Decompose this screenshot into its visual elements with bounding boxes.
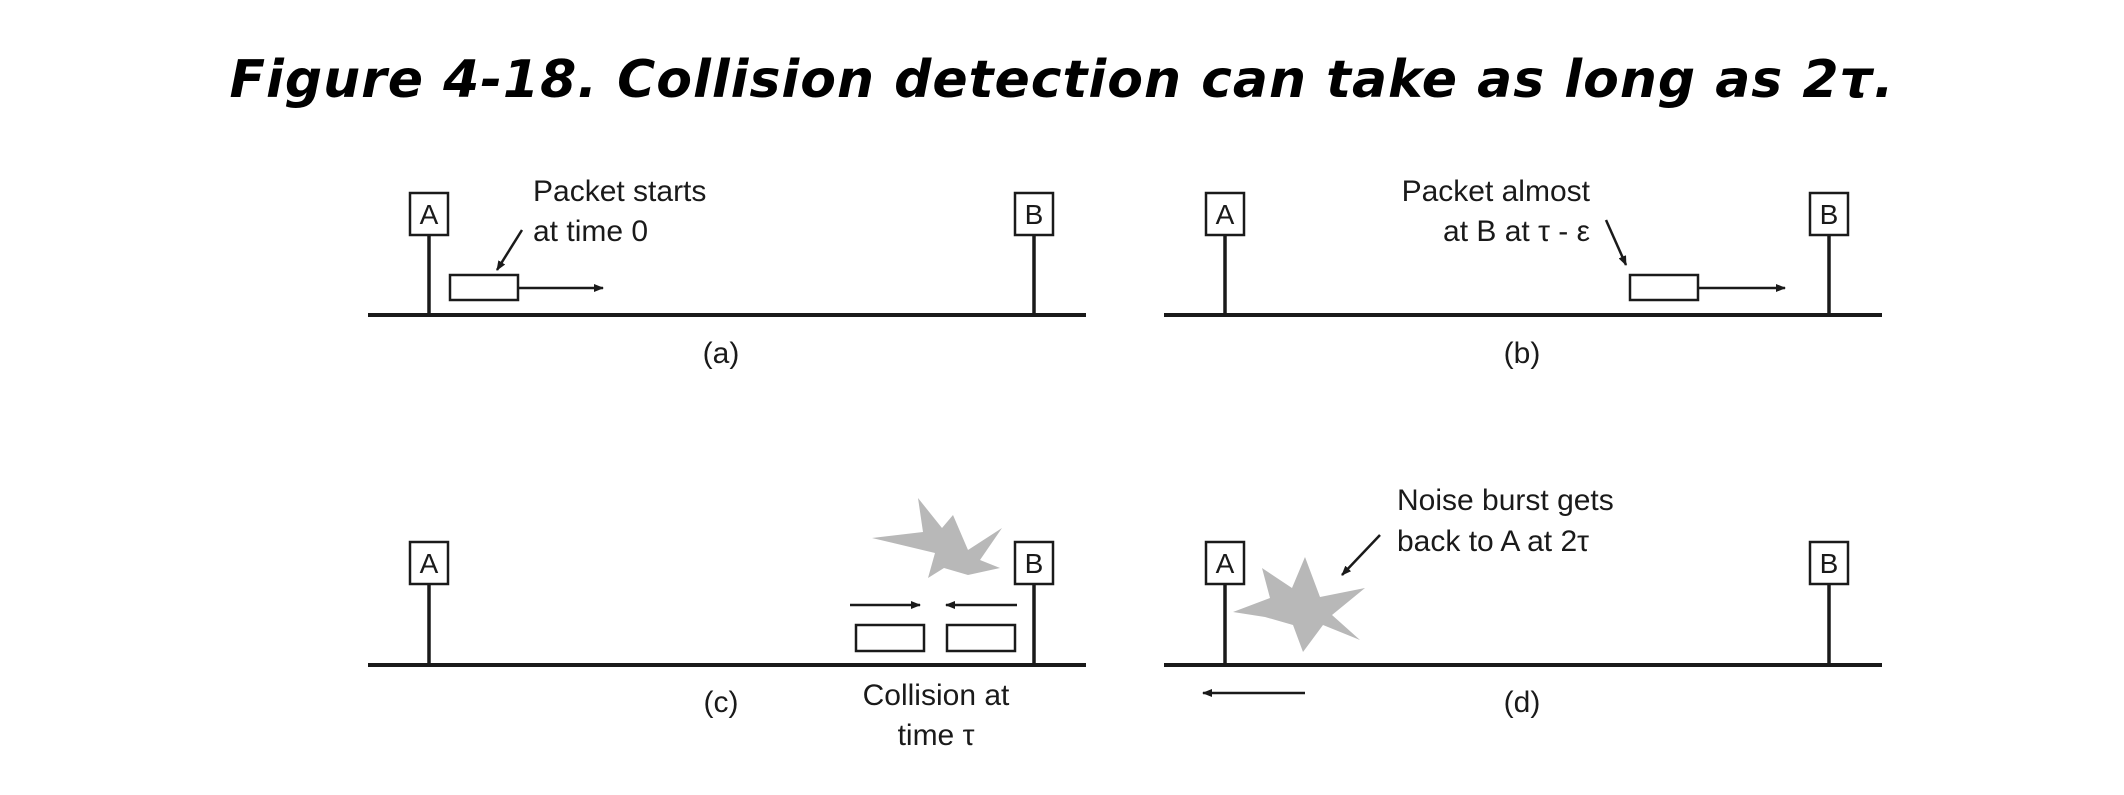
- annotation-line-2: back to A at 2τ: [1397, 525, 1589, 558]
- packet: [448, 273, 520, 302]
- panel-b: A B Packet almost at B at τ - ε (b): [1164, 175, 1882, 370]
- station-a-box: [1204, 540, 1246, 586]
- panel-caption: (b): [1504, 337, 1541, 370]
- annotation-line-1: Packet almost: [1402, 175, 1591, 208]
- noise-burst-icon: [1233, 557, 1365, 652]
- station-a-label: A: [1216, 199, 1235, 230]
- station-b-box: [1808, 191, 1850, 237]
- packet-from-a: [854, 623, 926, 653]
- annotation-pointer: [1341, 534, 1381, 576]
- packet-from-b: [945, 623, 1017, 653]
- panel-caption: (c): [704, 686, 739, 719]
- station-a-label: A: [1216, 548, 1235, 579]
- figure-title: Figure 4-18. Collision detection can tak…: [229, 50, 1895, 110]
- station-b-label: B: [1820, 199, 1839, 230]
- station-a-box: [408, 191, 450, 237]
- station-a-box: [1204, 191, 1246, 237]
- annotation-line-2: time τ: [898, 719, 975, 752]
- panel-c: A B (c) Collision at time τ: [368, 498, 1086, 752]
- station-b-box: [1013, 540, 1055, 586]
- station-b-box: [1013, 191, 1055, 237]
- annotation-line-1: Collision at: [863, 679, 1010, 712]
- station-a-label: A: [420, 199, 439, 230]
- annotation-line-2: at B at τ - ε: [1443, 215, 1590, 248]
- station-b-label: B: [1025, 548, 1044, 579]
- panel-caption: (d): [1504, 686, 1541, 719]
- station-b-label: B: [1025, 199, 1044, 230]
- station-b-box: [1808, 540, 1850, 586]
- station-a-label: A: [420, 548, 439, 579]
- annotation-line-2: at time 0: [533, 215, 648, 248]
- panel-d: A B Noise burst gets back to A at 2τ (d): [1164, 484, 1882, 719]
- station-b-label: B: [1820, 548, 1839, 579]
- annotation-line-1: Noise burst gets: [1397, 484, 1614, 517]
- station-a-box: [408, 540, 450, 586]
- panel-a: A B Packet starts at time 0 (a): [368, 175, 1086, 370]
- packet: [1628, 273, 1700, 302]
- annotation-line-1: Packet starts: [533, 175, 706, 208]
- collision-burst-icon: [872, 498, 1002, 578]
- annotation-pointer: [495, 229, 524, 271]
- annotation-pointer: [1604, 219, 1628, 266]
- panel-caption: (a): [703, 337, 740, 370]
